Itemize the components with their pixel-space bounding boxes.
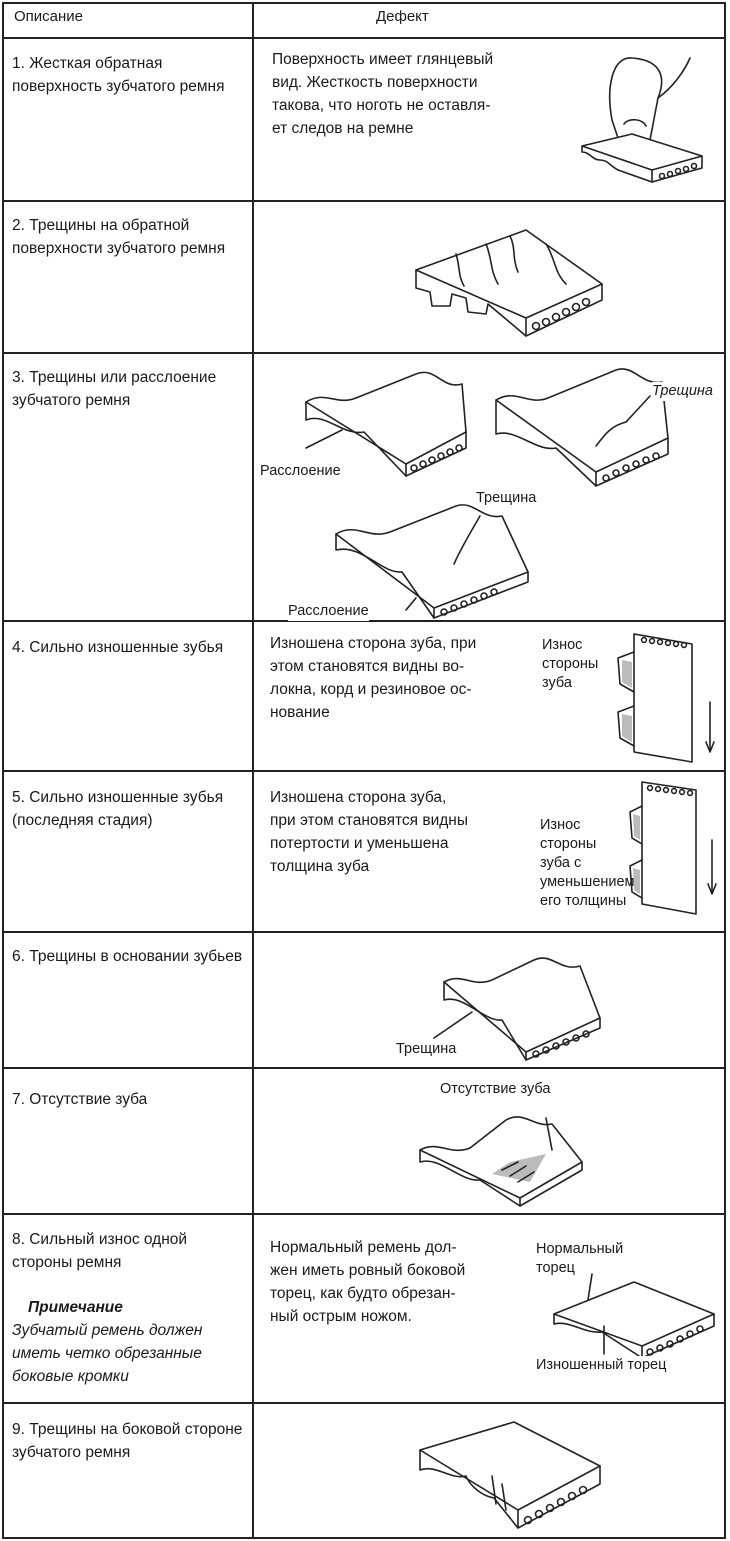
defect-line: жен иметь ровный боковой <box>270 1262 466 1279</box>
label-line: зуба <box>542 675 572 691</box>
row-3-delamination-label-2: Расслоение <box>288 602 369 621</box>
defect-line: толщина зуба <box>270 858 370 875</box>
row-divider <box>4 200 724 202</box>
defect-line: потертости и уменьшена <box>270 835 449 852</box>
row-8-description-text: 8. Сильный износ одной стороны ремня <box>12 1231 188 1271</box>
header-defect: Дефект <box>376 8 429 25</box>
defect-line: ет следов на ремне <box>272 120 414 137</box>
row-divider <box>4 1067 724 1069</box>
fingernail-belt-illustration <box>581 57 703 183</box>
row-divider <box>4 1402 724 1404</box>
column-divider <box>252 4 254 1537</box>
worn-teeth-final-stage-illustration <box>629 781 717 915</box>
label-line: стороны <box>540 836 597 852</box>
header-description: Описание <box>14 8 84 25</box>
row-5-description: 5. Сильно изношенные зубья (последняя ст… <box>12 789 224 829</box>
row-8-defect-text: Нормальный ремень дол- жен иметь ровный … <box>270 1236 465 1328</box>
row-3-delamination-label-1: Расслоение <box>260 462 341 481</box>
row-4-defect-text: Изношена сторона зуба, при этом становят… <box>270 632 476 724</box>
row-4-description: 4. Сильно изношенные зубья <box>12 639 224 656</box>
defect-line: при этом становятся видны <box>270 812 468 829</box>
delamination-belts-illustration <box>305 368 669 619</box>
defect-line: нование <box>270 704 330 721</box>
worn-teeth-illustration <box>617 633 715 763</box>
missing-tooth-illustration <box>419 1116 583 1207</box>
label-line: стороны <box>542 656 599 672</box>
row-8-worn-edge-label: Изношенный торец <box>536 1356 667 1375</box>
label-line: его толщины <box>540 893 627 909</box>
label-line: уменьшением <box>540 874 635 890</box>
defect-line: Изношена сторона зуба, <box>270 789 447 806</box>
cracked-side-belt-illustration <box>419 1421 601 1529</box>
label-line: Износ <box>542 637 583 653</box>
row-2-description: 2. Трещины на обратной поверхности зубча… <box>12 217 226 257</box>
row-3-description: 3. Трещины или расслоение зубчатого ремн… <box>12 369 217 409</box>
row-7-missing-tooth-label: Отсутствие зуба <box>440 1080 551 1099</box>
row-1-defect-text: Поверхность имеет глянцевый вид. Жесткос… <box>272 48 493 140</box>
row-8-note-body: Зубчатый ремень должен иметь четко обрез… <box>12 1322 203 1385</box>
defect-line: локна, корд и резиновое ос- <box>270 681 472 698</box>
row-9-description: 9. Трещины на боковой стороне зубчатого … <box>12 1421 243 1461</box>
label-line: торец <box>536 1260 575 1276</box>
label-line: зуба с <box>540 855 582 871</box>
defect-line: ный острым ножом. <box>270 1308 412 1325</box>
row-5-side-label: Износ стороны зуба с уменьшением его тол… <box>540 816 635 911</box>
row-5-defect-text: Изношена сторона зуба, при этом становят… <box>270 786 468 878</box>
row-3-crack-label-1: Трещина <box>652 382 713 401</box>
defect-line: Нормальный ремень дол- <box>270 1239 457 1256</box>
row-divider <box>4 37 724 39</box>
row-divider <box>4 620 724 622</box>
defect-line: вид. Жесткость поверхности <box>272 74 478 91</box>
defect-line: такова, что ноготь не оставля- <box>272 97 491 114</box>
row-4-side-label: Износ стороны зуба <box>542 636 599 693</box>
row-6-crack-label: Трещина <box>396 1040 457 1059</box>
row-1-description: 1. Жесткая обратная поверхность зубчатог… <box>12 55 225 95</box>
cracked-back-belt-illustration <box>415 229 603 337</box>
row-8-description: 8. Сильный износ одной стороны ремня При… <box>12 1228 244 1388</box>
label-line: Нормальный <box>536 1241 624 1257</box>
worn-side-edge-illustration <box>553 1273 715 1359</box>
defect-line: Изношена сторона зуба, при <box>270 635 477 652</box>
label-line: Износ <box>540 817 581 833</box>
row-divider <box>4 352 724 354</box>
defect-line: этом становятся видны во- <box>270 658 465 675</box>
cracked-tooth-root-illustration <box>433 957 601 1061</box>
row-6-description: 6. Трещины в основании зубьев <box>12 948 243 965</box>
row-3-crack-label-2: Трещина <box>476 489 537 508</box>
row-8-note-title: Примечание <box>28 1299 123 1316</box>
defect-line: торец, как будто обрезан- <box>270 1285 456 1302</box>
row-divider <box>4 1213 724 1215</box>
row-7-description: 7. Отсутствие зуба <box>12 1091 148 1108</box>
row-8-normal-edge-label: Нормальный торец <box>536 1240 623 1278</box>
row-divider <box>4 931 724 933</box>
defect-line: Поверхность имеет глянцевый <box>272 51 494 68</box>
row-divider <box>4 770 724 772</box>
